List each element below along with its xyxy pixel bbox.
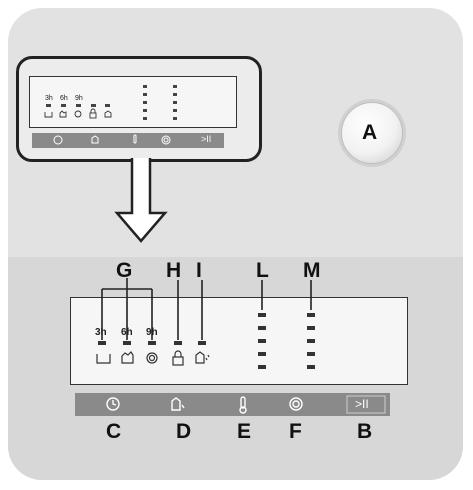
hand-drops-icon [195,351,205,364]
thermometer-icon [240,396,246,409]
label-l: L [256,259,269,282]
spiral-icon [289,397,303,411]
label-f: F [289,420,302,443]
mini-start-pause-label: >II [201,134,212,144]
hand-drops-icon [171,397,181,411]
mini-delay-9h: 9h [75,95,83,102]
label-m: M [303,259,321,282]
spiral-icon [148,354,156,362]
label-i: I [196,259,202,282]
spiral-icon [74,110,82,118]
spiral-icon [163,137,169,143]
mini-level-leds-left [143,85,147,120]
thermometer-icon [239,406,247,414]
status-icons [96,350,210,366]
hand-drops-icon [104,110,112,118]
leader-lines [177,280,312,340]
hand-icon [121,351,134,364]
level-leds-m [307,313,315,369]
thermometer-icon [133,134,137,144]
mini-delay-6h: 6h [60,95,68,102]
label-b: B [357,420,373,443]
mini-button-icons [53,134,171,145]
lock-icon [90,108,96,113]
button-icons [106,396,303,414]
start-pause-frame [346,395,386,414]
button-bar [75,393,390,416]
leader-g [101,278,153,340]
basin-icon [96,354,111,364]
clock-icon [112,400,117,406]
hand-drops-icon [91,135,99,144]
basin-icon [44,112,53,118]
mini-button-bar [32,133,224,148]
mini-display [29,76,237,128]
lock-icon [172,356,184,366]
lock-icon [174,350,182,357]
delay-leds [98,341,206,345]
spiral-icon [146,352,158,364]
button-a[interactable] [341,102,403,164]
label-h: H [166,259,182,282]
label-e: E [237,420,252,443]
hand-drops-icon [205,354,210,361]
hand-drops-icon [181,404,185,409]
mini-delay-3h: 3h [45,95,53,102]
clock-icon [53,135,63,145]
mini-delay-leds [46,104,110,107]
hand-icon [59,110,67,118]
clock-icon [106,397,120,411]
label-a: A [362,121,378,144]
mini-level-leds-right [173,85,177,120]
label-g: G [116,259,133,282]
lock-icon [89,112,97,119]
start-pause-label: >II [355,397,369,411]
mini-status-icons [44,108,112,119]
zoom-arrow [114,158,168,243]
label-d: D [176,420,192,443]
delay-3h: 3h [95,327,107,338]
label-c: C [106,420,122,443]
level-leds-l [258,313,266,369]
spiral-icon [161,135,171,145]
spiral-icon [292,400,300,408]
